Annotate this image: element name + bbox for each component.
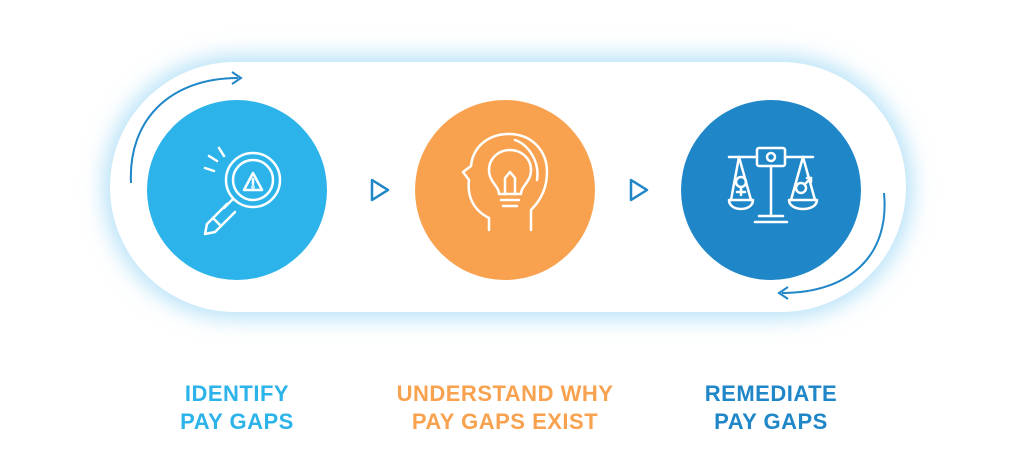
identify-step-label: IDENTIFY PAY GAPS (147, 380, 327, 436)
next-step-arrow-1-icon (370, 178, 390, 202)
magnifier-warning-icon (203, 146, 282, 236)
head-lightbulb-icon (461, 132, 549, 232)
next-step-arrow-2-icon (629, 178, 649, 202)
remediate-label-line2: PAY GAPS (714, 409, 828, 434)
top-left-cycle-arrow-icon (129, 71, 243, 184)
understand-step-label: UNDERSTAND WHY PAY GAPS EXIST (355, 380, 655, 436)
identify-label-line2: PAY GAPS (180, 409, 294, 434)
identify-step-circle (147, 100, 327, 280)
balance-scale-icon (727, 146, 819, 224)
identify-label-line1: IDENTIFY (184, 381, 290, 406)
bottom-right-cycle-arrow-icon (777, 192, 886, 300)
remediate-label-line1: REMEDIATE (704, 381, 838, 406)
remediate-step-circle (681, 100, 861, 280)
understand-label-line1: UNDERSTAND WHY (396, 381, 614, 406)
remediate-step-label: REMEDIATE PAY GAPS (671, 380, 871, 436)
understand-label-line2: PAY GAPS EXIST (411, 409, 599, 434)
understand-step-circle (415, 100, 595, 280)
